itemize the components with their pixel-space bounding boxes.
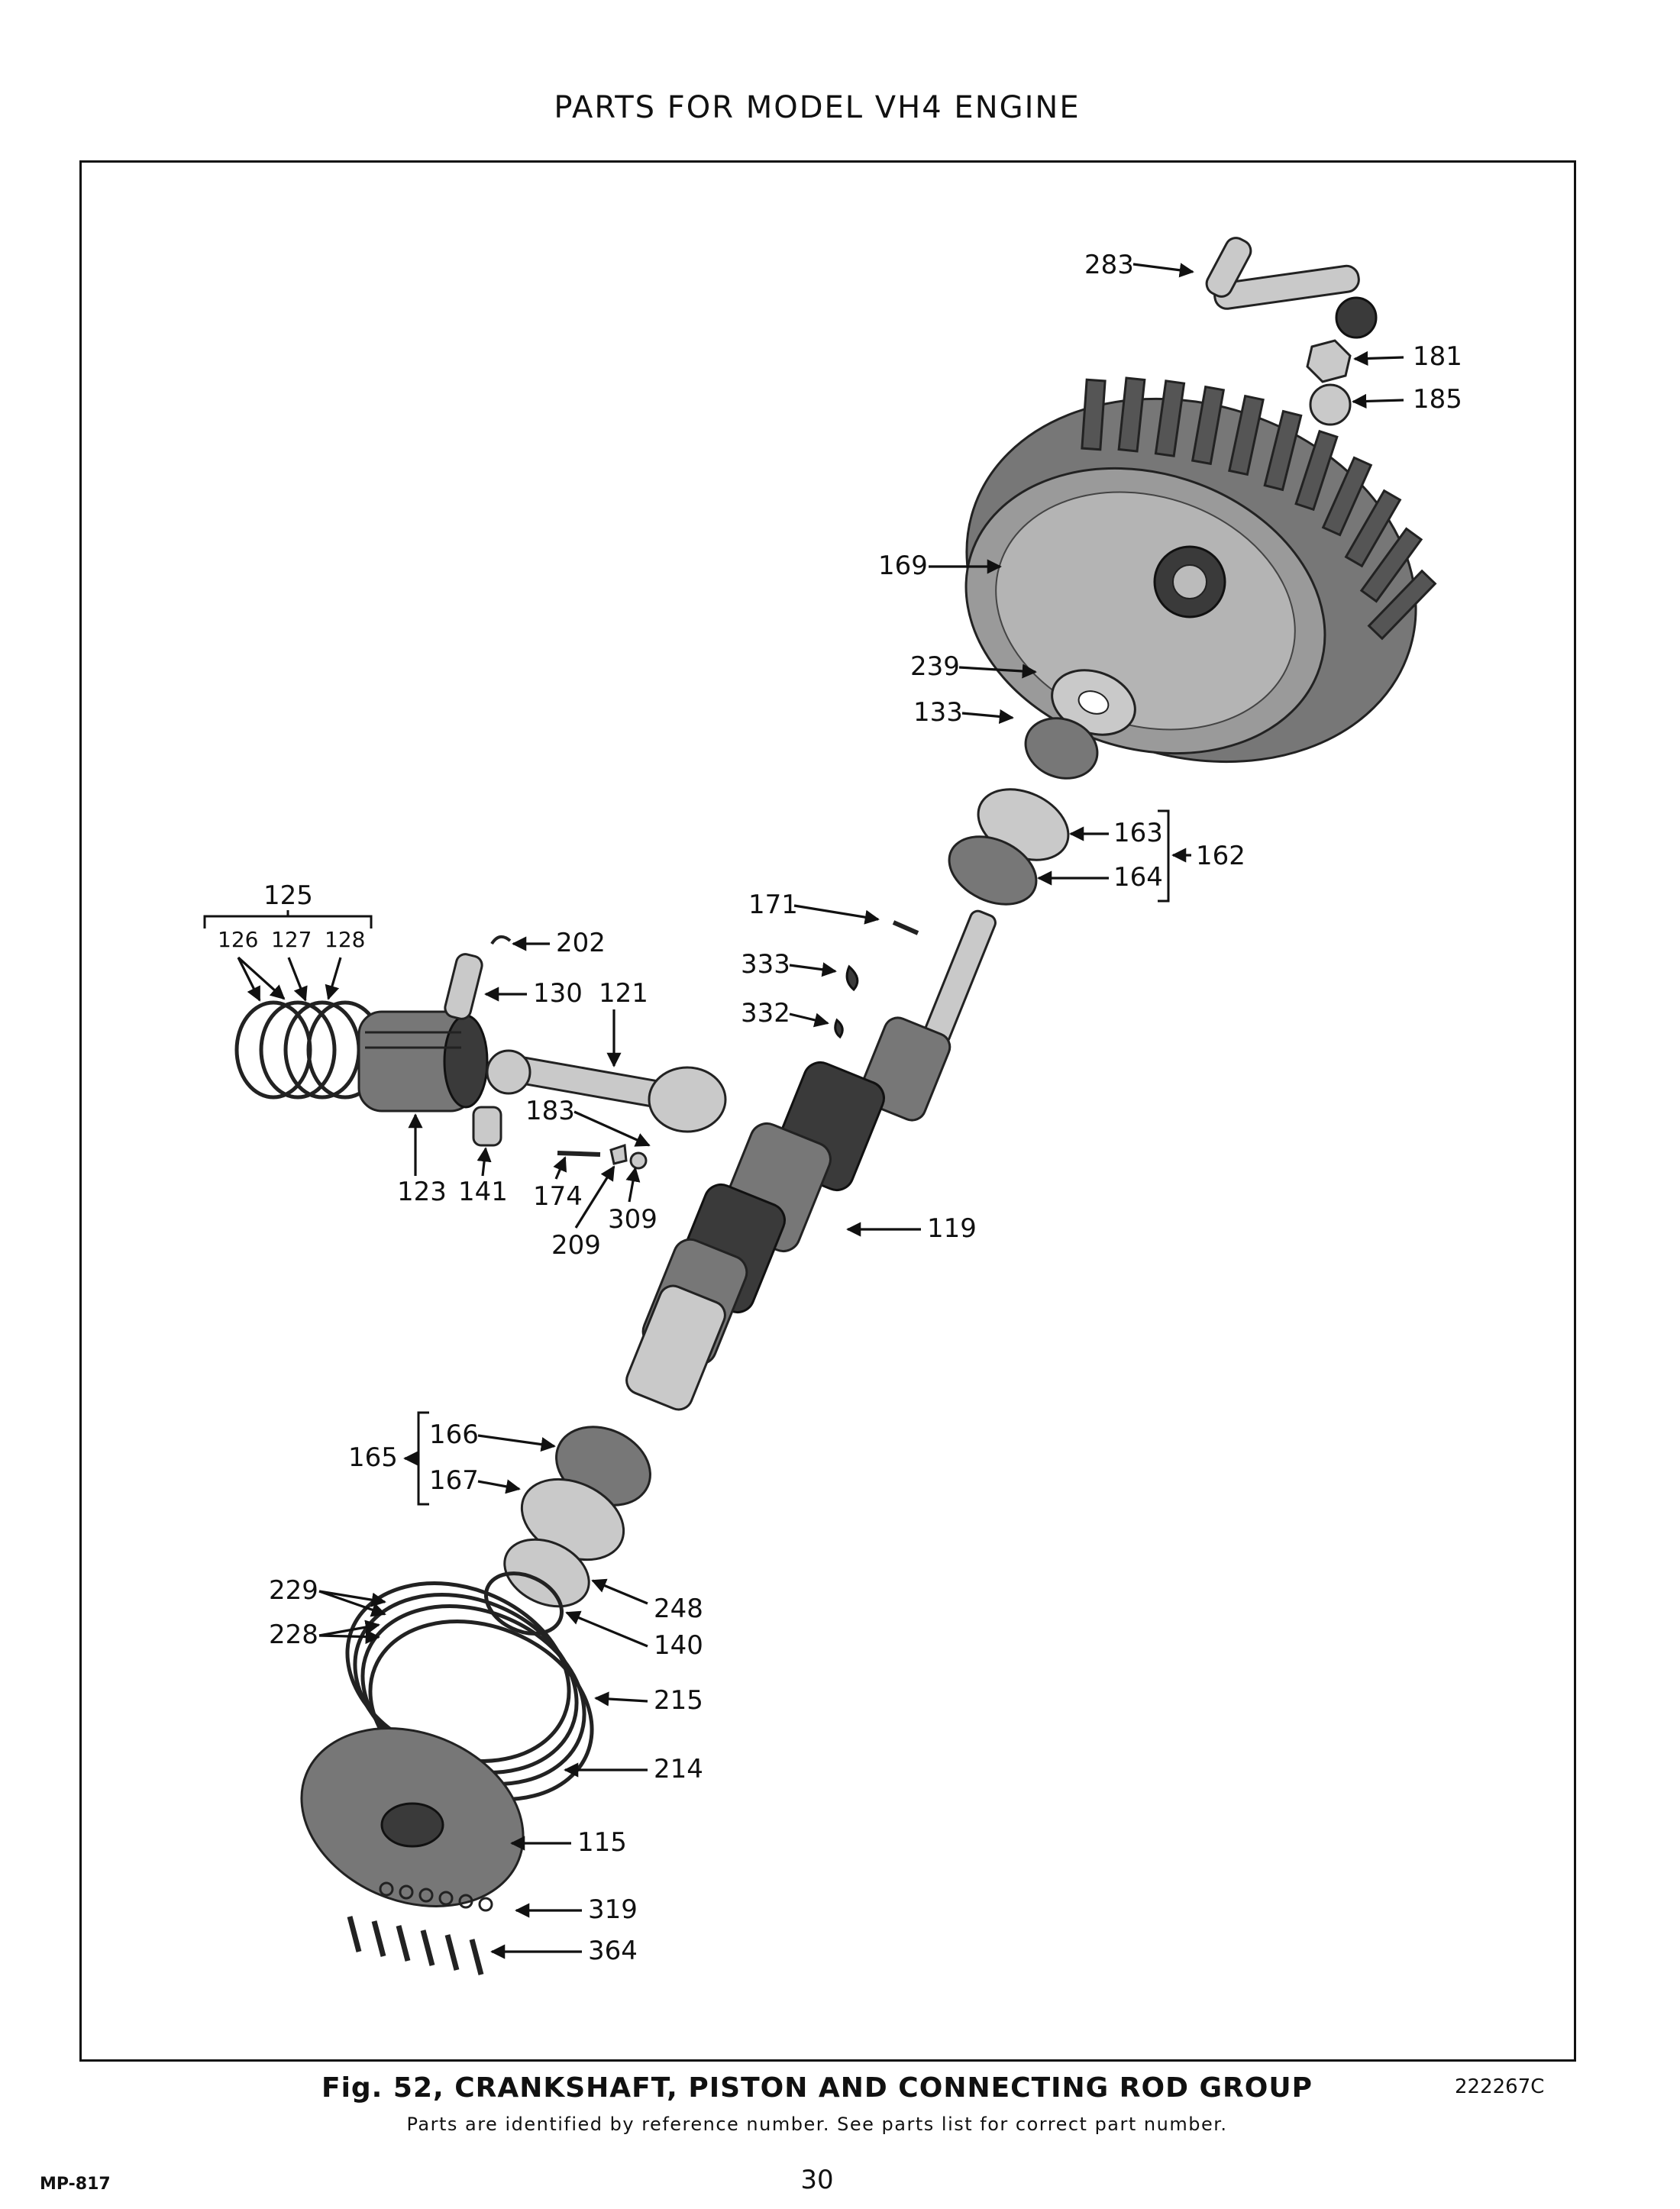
label-123: 123 (397, 1177, 447, 1207)
pin-retainer (490, 935, 512, 945)
starting-crank (1205, 237, 1378, 339)
piston-pin (444, 953, 483, 1020)
label-171: 171 (748, 890, 798, 920)
label-185: 185 (1413, 384, 1462, 415)
crankshaft-gear (1024, 717, 1099, 780)
label-164: 164 (1113, 862, 1163, 893)
label-115: 115 (577, 1827, 627, 1858)
label-128: 128 (325, 927, 365, 952)
label-332: 332 (741, 998, 790, 1029)
label-166: 166 (429, 1419, 479, 1450)
rod-nut-lock (609, 1143, 628, 1165)
label-133: 133 (913, 697, 963, 728)
nut (1306, 339, 1352, 383)
crankshaft (625, 909, 997, 1411)
figure-caption: Fig. 52, CRANKSHAFT, PISTON AND CONNECTI… (321, 2072, 1313, 2104)
label-215: 215 (654, 1685, 703, 1716)
label-364: 364 (588, 1936, 638, 1966)
label-214: 214 (654, 1754, 703, 1784)
label-126: 126 (218, 927, 258, 952)
bearing-cone (948, 835, 1038, 906)
oil-seal (503, 1538, 590, 1608)
rod-nut (629, 1151, 648, 1170)
label-162: 162 (1196, 841, 1245, 871)
drawing-number: 222267C (1455, 2075, 1545, 2098)
label-229: 229 (269, 1575, 318, 1606)
cap-screws (347, 1916, 484, 1975)
form-number: MP-817 (40, 2175, 111, 2194)
small-key (834, 1018, 844, 1039)
lock-washers (379, 1881, 493, 1912)
label-167: 167 (429, 1465, 479, 1496)
diagram-frame (79, 160, 1576, 2062)
connecting-rod (486, 1049, 727, 1133)
label-183: 183 (525, 1096, 575, 1126)
figure-note: Parts are identified by reference number… (406, 2114, 1228, 2135)
gasket (483, 1571, 564, 1636)
label-209: 209 (551, 1230, 601, 1261)
label-283: 283 (1084, 250, 1134, 280)
page-title: PARTS FOR MODEL VH4 ENGINE (554, 90, 1081, 125)
label-174: 174 (533, 1181, 583, 1212)
label-169: 169 (878, 551, 928, 581)
label-248: 248 (654, 1594, 703, 1624)
label-165: 165 (348, 1442, 398, 1473)
rod-bolt (557, 1151, 601, 1157)
label-309: 309 (608, 1204, 657, 1235)
rod-bushing (472, 1106, 502, 1147)
label-202: 202 (556, 928, 606, 958)
label-333: 333 (741, 949, 790, 980)
label-239: 239 (910, 651, 960, 682)
piston (357, 1010, 489, 1113)
label-125: 125 (263, 880, 313, 911)
label-163: 163 (1113, 818, 1163, 848)
bearing-plate (300, 1727, 525, 1907)
label-141: 141 (458, 1177, 508, 1207)
lock-washer (1309, 383, 1352, 426)
label-127: 127 (271, 927, 312, 952)
flywheel (964, 376, 1437, 764)
label-228: 228 (269, 1620, 318, 1650)
label-130: 130 (533, 978, 583, 1009)
woodruff-key (845, 964, 859, 992)
label-119: 119 (927, 1213, 977, 1244)
label-181: 181 (1413, 341, 1462, 372)
key-pin (892, 920, 919, 935)
page-number: 30 (800, 2165, 834, 2195)
label-140: 140 (654, 1630, 703, 1661)
label-121: 121 (599, 978, 648, 1009)
label-319: 319 (588, 1894, 638, 1925)
